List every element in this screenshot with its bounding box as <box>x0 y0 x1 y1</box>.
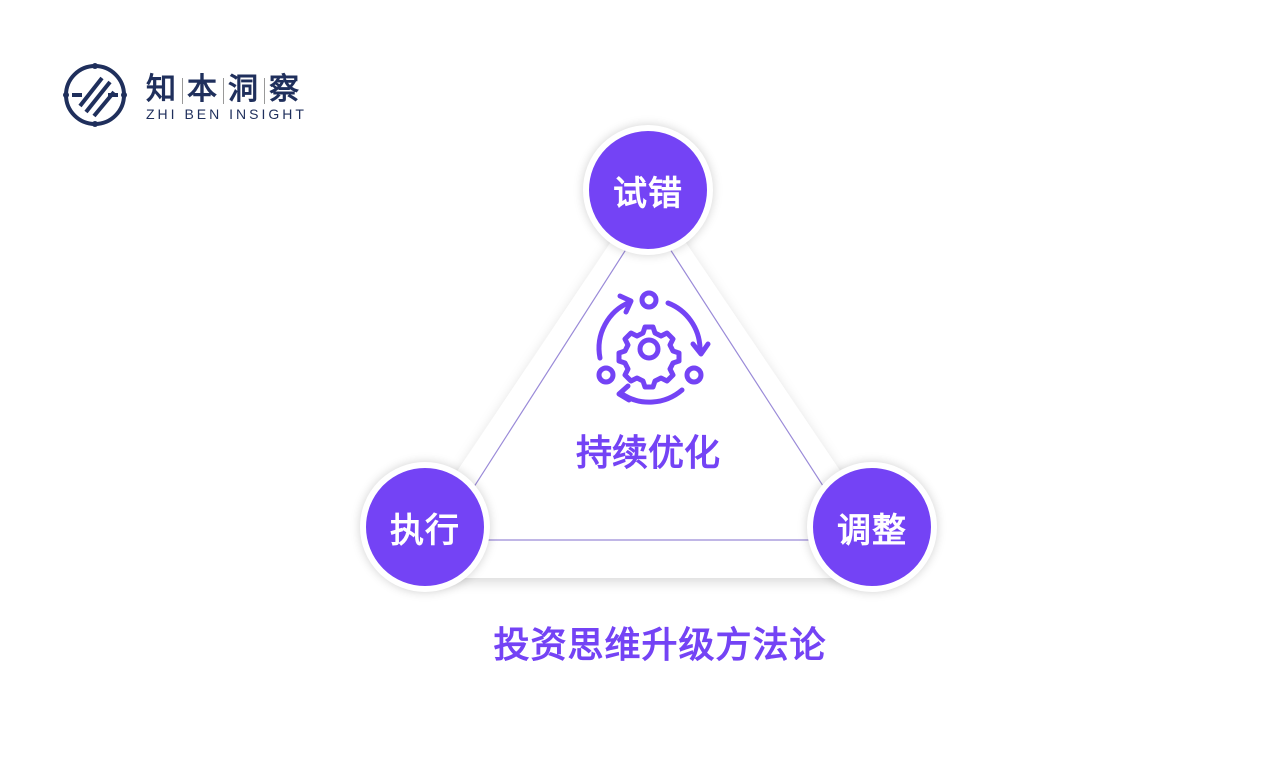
center-label: 持续优化 <box>575 433 720 474</box>
gear-cycle-icon <box>596 290 711 405</box>
node-label: 执行 <box>390 510 460 551</box>
brand-logo: 知本洞察 ZHI BEN INSIGHT <box>62 62 322 128</box>
logo-english-name: ZHI BEN INSIGHT <box>146 106 307 122</box>
logo-emblem-icon <box>63 63 127 127</box>
node-trial-error: 试错 <box>583 125 713 255</box>
node-adjust: 调整 <box>807 462 937 592</box>
logo-chinese-name: 知本洞察 <box>146 72 301 107</box>
node-execute: 执行 <box>360 462 490 592</box>
node-label: 试错 <box>613 173 683 214</box>
node-label: 调整 <box>837 510 907 551</box>
diagram-title: 投资思维升级方法论 <box>493 625 827 666</box>
